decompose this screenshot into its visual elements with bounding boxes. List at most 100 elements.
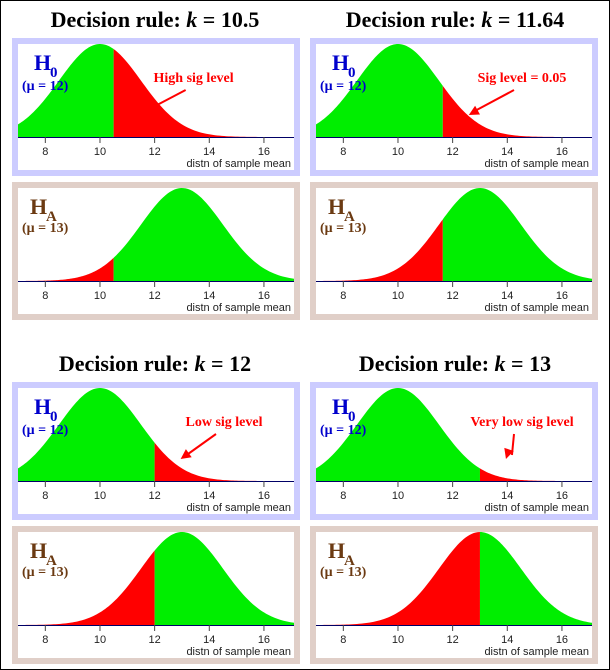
- x-tick-label: 10: [94, 634, 106, 646]
- x-tick-label: 8: [340, 490, 346, 502]
- title-prefix: Decision rule:: [58, 351, 195, 376]
- x-tick-label: 14: [501, 290, 513, 302]
- x-axis-label: distn of sample mean: [484, 502, 589, 514]
- x-tick-label: 12: [149, 634, 161, 646]
- x-tick-label: 14: [501, 146, 513, 158]
- rejection-region: [442, 85, 592, 137]
- ha-mu-label: (μ = 13): [320, 221, 367, 236]
- title-k-symbol: k: [186, 7, 198, 32]
- x-tick-label: 8: [340, 146, 346, 158]
- x-tick-label: 8: [340, 290, 346, 302]
- ha-label: H: [328, 538, 345, 563]
- ha-mu-label: (μ = 13): [22, 565, 69, 580]
- title-prefix: Decision rule:: [50, 7, 187, 32]
- x-tick-label: 12: [447, 290, 459, 302]
- h0-mu-label: (μ = 12): [320, 423, 367, 438]
- x-tick-label: 12: [149, 290, 161, 302]
- h0-label: H: [34, 50, 51, 75]
- title-k-symbol: k: [494, 351, 506, 376]
- annotation-arrow: [186, 433, 217, 456]
- x-tick-label: 16: [556, 146, 568, 158]
- x-tick-label: 10: [94, 290, 106, 302]
- type-ii-error-region: [316, 532, 480, 625]
- acceptance-region: [18, 388, 155, 481]
- x-axis-label: distn of sample mean: [484, 646, 589, 658]
- x-tick-label: 8: [42, 634, 48, 646]
- type-ii-error-region: [18, 550, 155, 625]
- x-tick-label: 10: [94, 146, 106, 158]
- x-tick-label: 12: [447, 634, 459, 646]
- annotation-arrowhead: [139, 105, 151, 115]
- x-axis-label: distn of sample mean: [484, 302, 589, 314]
- h0-subscript: 0: [50, 65, 58, 81]
- acceptance-region: [316, 44, 443, 138]
- x-tick-label: 16: [258, 290, 270, 302]
- x-tick-label: 14: [203, 290, 215, 302]
- x-tick-label: 10: [392, 634, 404, 646]
- h0-subscript: 0: [50, 409, 58, 425]
- h0-subscript: 0: [348, 409, 356, 425]
- power-region: [442, 188, 592, 281]
- annotation-arrowhead: [504, 447, 514, 459]
- sig-level-annotation: Sig level = 0.05: [478, 71, 567, 86]
- x-tick-label: 12: [149, 490, 161, 502]
- x-tick-label: 14: [501, 634, 513, 646]
- acceptance-region: [18, 44, 114, 138]
- x-tick-label: 16: [258, 146, 270, 158]
- x-tick-label: 14: [203, 634, 215, 646]
- x-tick-label: 8: [42, 146, 48, 158]
- x-tick-label: 16: [556, 634, 568, 646]
- h0-mu-label: (μ = 12): [22, 79, 69, 94]
- x-tick-label: 16: [258, 490, 270, 502]
- x-tick-label: 10: [94, 490, 106, 502]
- x-tick-label: 12: [447, 490, 459, 502]
- annotation-arrowhead: [180, 449, 192, 459]
- ha-subscript: A: [46, 209, 57, 225]
- title-k-symbol: k: [194, 351, 206, 376]
- x-axis-label: distn of sample mean: [186, 302, 291, 314]
- h0-label: H: [332, 394, 349, 419]
- type-ii-error-region: [316, 219, 443, 281]
- scenario-title: Decision rule: k = 10.5: [5, 7, 305, 33]
- h0-label: H: [34, 394, 51, 419]
- ha-subscript: A: [46, 553, 57, 569]
- scenario-title: Decision rule: k = 11.64: [305, 7, 605, 33]
- ha-label: H: [328, 194, 345, 219]
- h0-mu-label: (μ = 12): [22, 423, 69, 438]
- x-tick-label: 10: [392, 146, 404, 158]
- title-k-value: = 11.64: [492, 7, 565, 32]
- annotation-arrow: [145, 89, 187, 112]
- scenario-title: Decision rule: k = 12: [5, 351, 305, 377]
- title-k-value: = 12: [205, 351, 252, 376]
- x-axis-label: distn of sample mean: [186, 158, 291, 170]
- x-axis-label: distn of sample mean: [484, 158, 589, 170]
- rejection-region: [113, 49, 294, 137]
- ha-mu-label: (μ = 13): [320, 565, 367, 580]
- ha-subscript: A: [344, 209, 355, 225]
- h0-mu-label: (μ = 12): [320, 79, 367, 94]
- scenario-title: Decision rule: k = 13: [305, 351, 605, 377]
- h0-subscript: 0: [348, 65, 356, 81]
- ha-label: H: [30, 538, 47, 563]
- annotation-arrow: [474, 89, 515, 112]
- x-tick-label: 10: [392, 290, 404, 302]
- x-axis-label: distn of sample mean: [186, 646, 291, 658]
- title-k-value: = 13: [505, 351, 552, 376]
- title-prefix: Decision rule:: [358, 351, 495, 376]
- ha-subscript: A: [344, 553, 355, 569]
- x-tick-label: 8: [42, 290, 48, 302]
